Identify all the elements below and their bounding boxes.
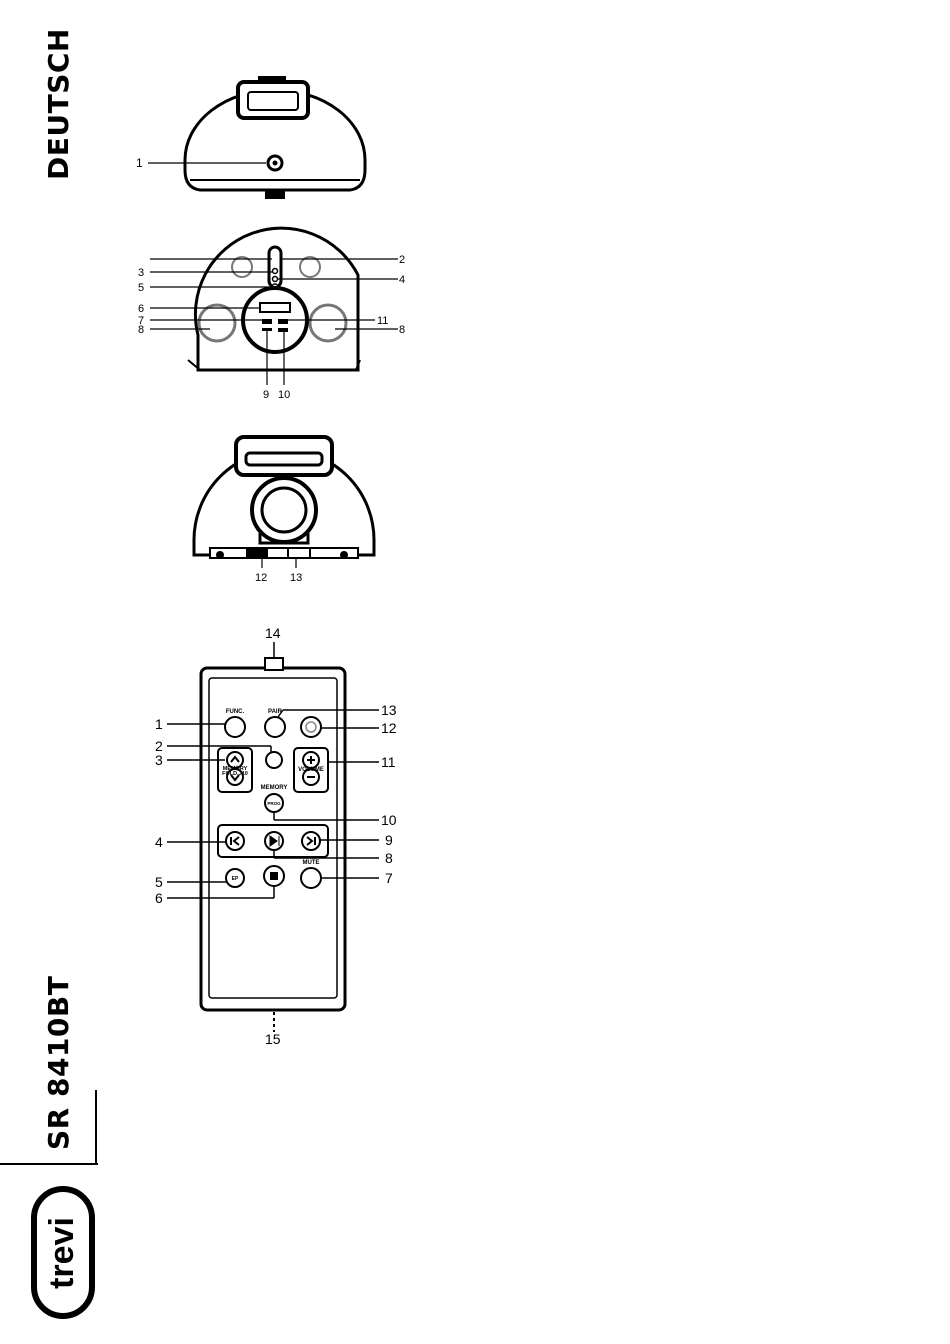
label-12: 12	[255, 572, 267, 584]
label-8: 8	[138, 324, 144, 336]
label-9: 9	[263, 389, 269, 401]
label-10: 10	[278, 389, 290, 401]
prog-label: PROG	[267, 801, 281, 806]
figure-front-view: 2 3 4 5 6 7 8 9 10 11 8	[130, 225, 410, 405]
remote-label-4: 4	[155, 834, 163, 850]
remote-label-9: 9	[385, 832, 393, 848]
remote-label-1: 1	[155, 716, 163, 732]
label-1: 1	[136, 156, 143, 170]
ep-label: EP	[232, 876, 239, 882]
remote-label-12: 12	[381, 720, 397, 736]
remote-label-11: 11	[381, 754, 396, 770]
label-8b: 8	[399, 324, 405, 336]
remote-label-3: 3	[155, 752, 163, 768]
remote-label-13: 13	[381, 702, 397, 718]
model-label: SR 8410BT	[42, 976, 75, 1150]
divider	[0, 1163, 98, 1165]
remote-label-10: 10	[381, 812, 397, 828]
remote-label-7: 7	[385, 870, 393, 886]
label-13: 13	[290, 572, 302, 584]
remote-label-15: 15	[265, 1031, 281, 1047]
remote-label-6: 6	[155, 890, 163, 906]
remote-label-5: 5	[155, 874, 163, 890]
memory-fold-label-2: FOLD.J10	[222, 771, 248, 777]
remote-label-8: 8	[385, 850, 393, 866]
label-4: 4	[399, 274, 405, 286]
memory-label: MEMORY	[261, 785, 288, 791]
label-2: 2	[399, 254, 405, 266]
divider	[95, 1090, 97, 1165]
label-6: 6	[138, 303, 144, 315]
label-3: 3	[138, 267, 144, 279]
figure-top-view: 1	[130, 70, 380, 205]
label-11: 11	[377, 315, 388, 327]
language-label: DEUTSCH	[42, 28, 75, 180]
figure-rear-view: 12 13	[180, 415, 380, 590]
mute-label: MUTE	[303, 860, 320, 866]
label-5: 5	[138, 282, 144, 294]
volume-label: VOLUME	[298, 767, 324, 773]
figure-remote-control: FUNC. PAIR MEMORY FOLD.J10 VOLUME MEMORY…	[145, 620, 410, 1050]
func-button-label: FUNC.	[226, 709, 245, 715]
remote-label-14: 14	[265, 625, 281, 641]
trevi-logo-text: trevi	[43, 1217, 81, 1289]
trevi-logo: trevi	[30, 1185, 96, 1320]
